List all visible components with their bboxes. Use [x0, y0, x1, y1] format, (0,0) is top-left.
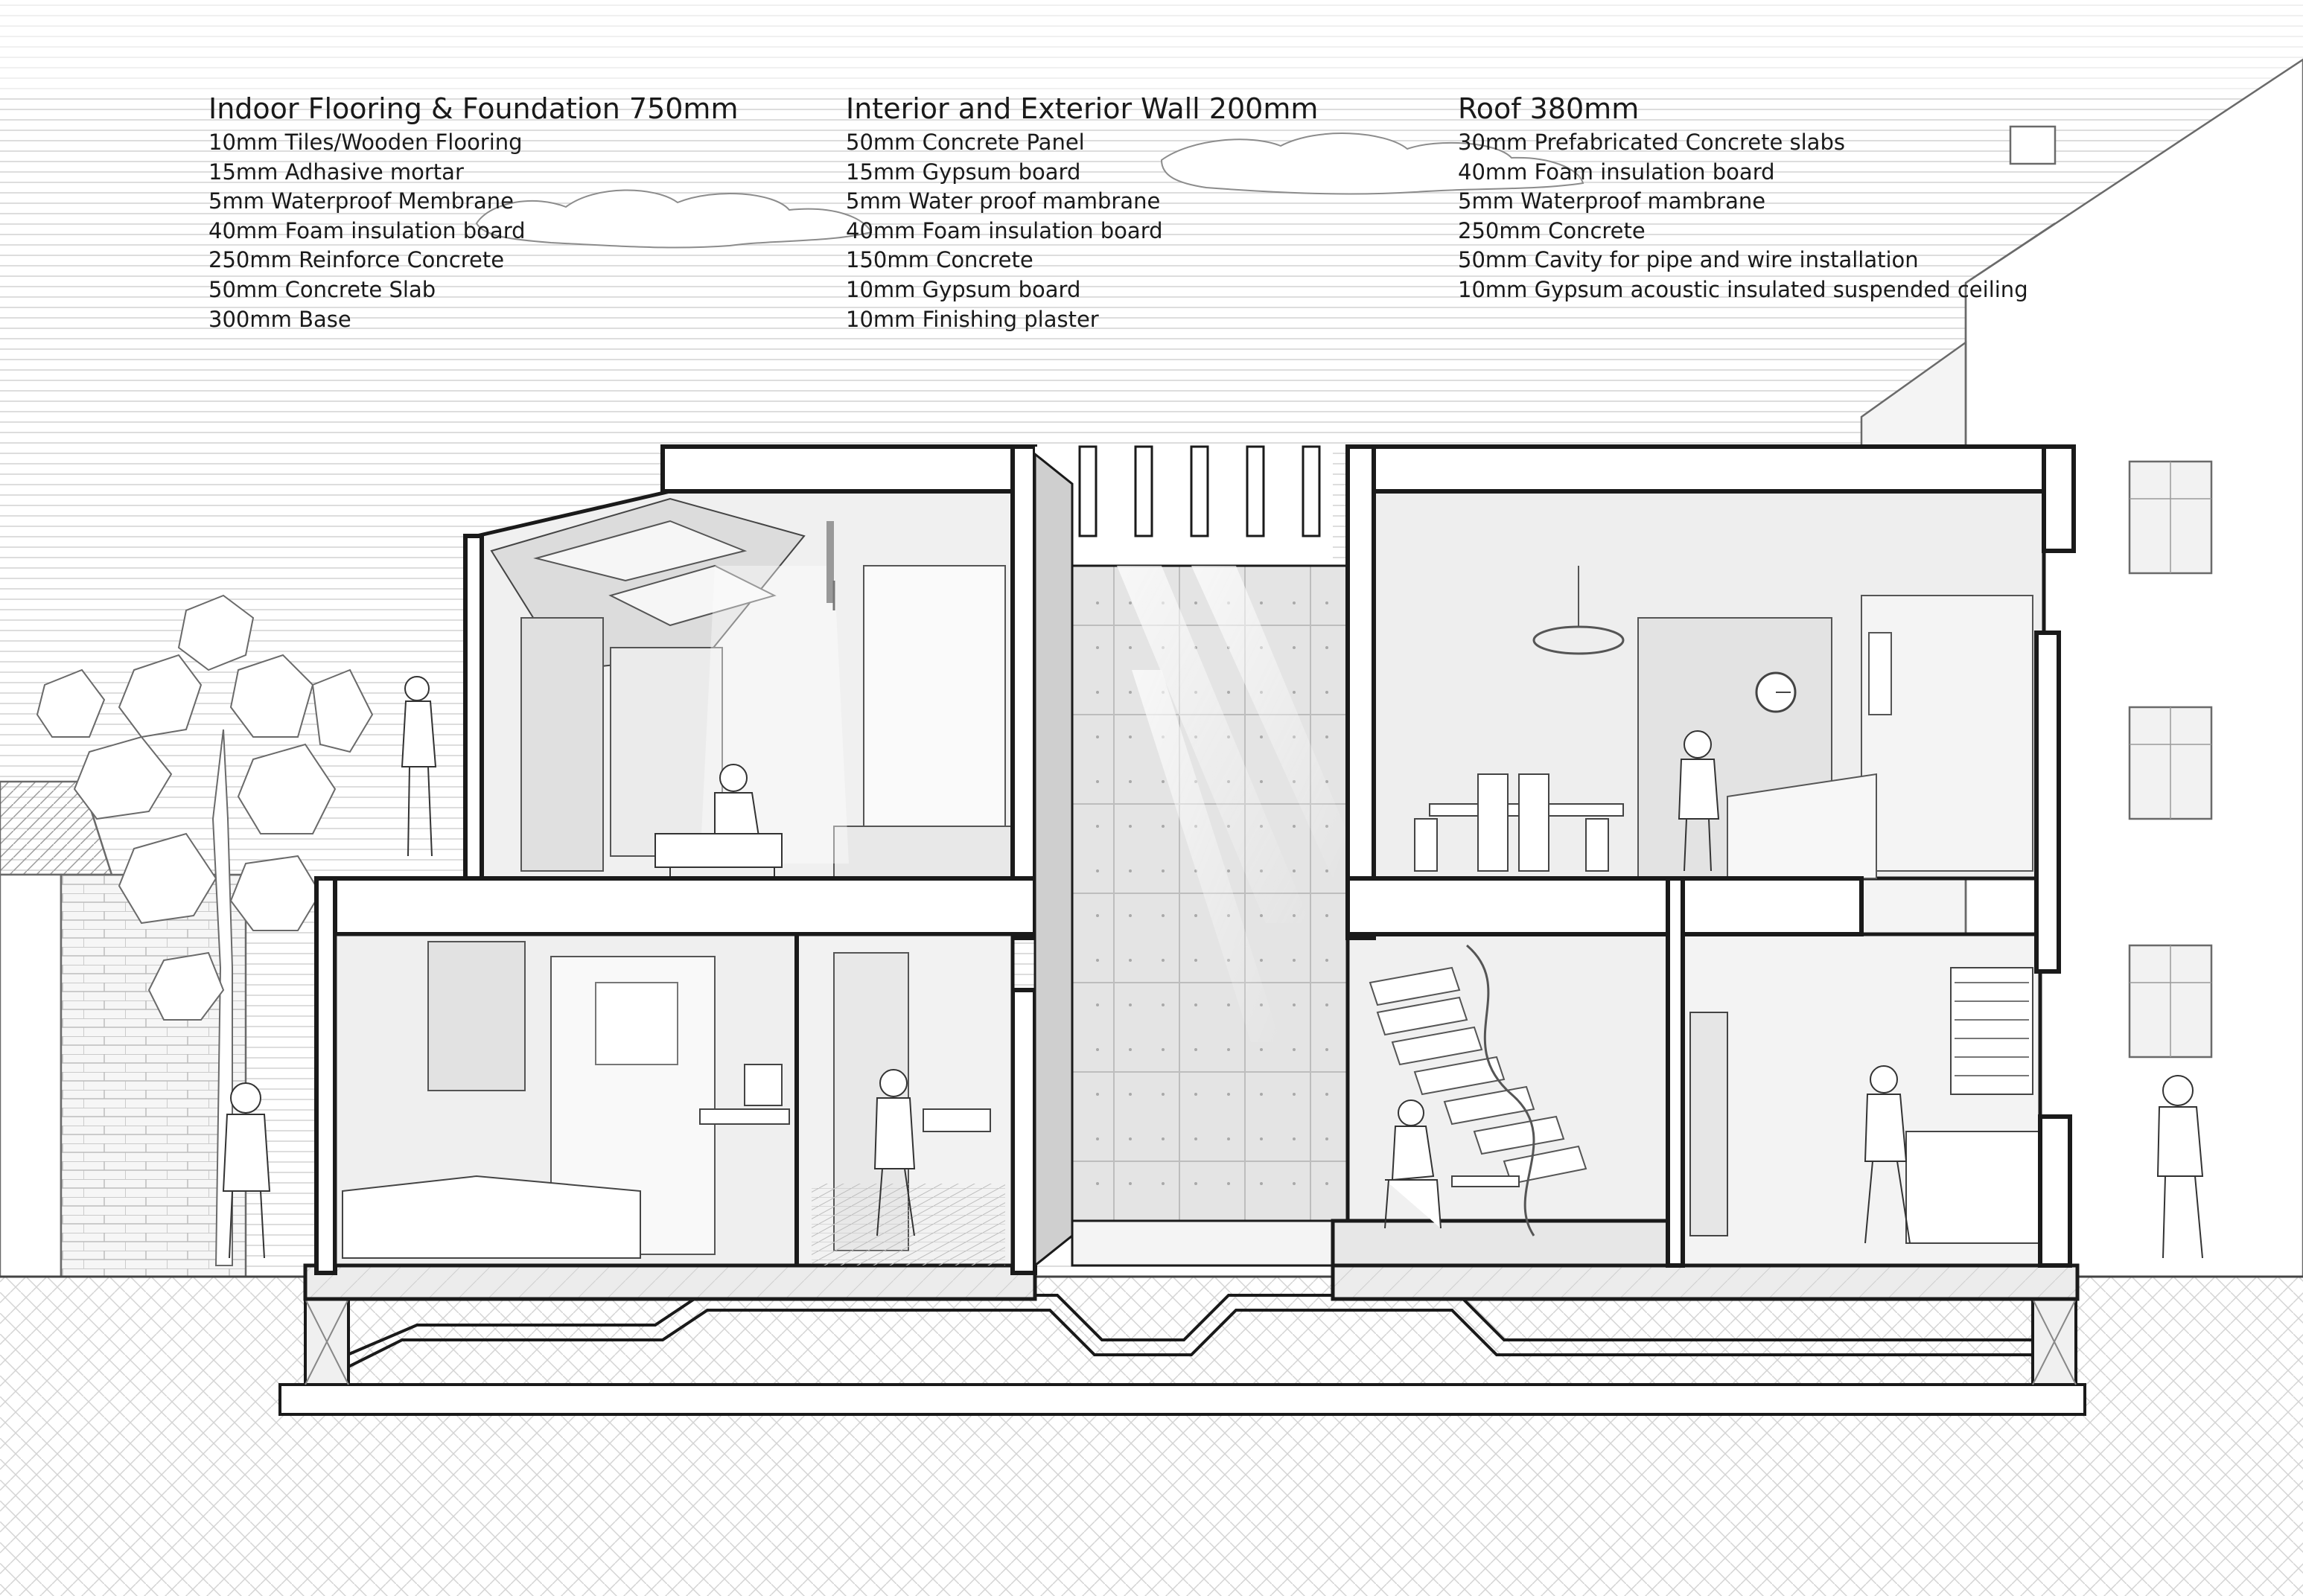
spec-line: 10mm Gypsum board — [846, 276, 1081, 302]
cloud-left — [475, 189, 873, 249]
spec-block-flooring: Indoor Flooring & Foundation 750mm 10mm … — [208, 89, 738, 334]
spec-line: 250mm Reinforce Concrete — [208, 247, 505, 273]
spec-block-wall: Interior and Exterior Wall 200mm 50mm Co… — [846, 89, 1318, 334]
upper-right-room — [1372, 489, 2046, 881]
spec-line: 40mm Foam insulation board — [1458, 159, 1775, 185]
spec-line: 15mm Adhasive mortar — [208, 159, 464, 185]
person-balcony-woman — [401, 676, 437, 857]
spec-line: 40mm Foam insulation board — [846, 217, 1163, 243]
spec-line: 50mm Cavity for pipe and wire installati… — [1458, 247, 1919, 273]
bedroom-ground-left — [333, 932, 799, 1268]
person-backpack-upper — [1678, 730, 1720, 872]
spec-line: 10mm Finishing plaster — [846, 306, 1099, 332]
person-seated-reading — [654, 764, 783, 878]
spec-line: 250mm Concrete — [1458, 217, 1646, 243]
spec-title-flooring: Indoor Flooring & Foundation 750mm — [208, 92, 739, 125]
spec-line: 10mm Gypsum acoustic insulated suspended… — [1458, 276, 2028, 302]
right-block-structure — [1345, 444, 2076, 1268]
spec-title-wall: Interior and Exterior Wall 200mm — [846, 92, 1319, 125]
spec-line: 50mm Concrete Panel — [846, 130, 1085, 155]
person-seated-right — [1384, 1099, 1442, 1229]
spec-line: 15mm Gypsum board — [846, 159, 1081, 185]
spec-line: 10mm Tiles/Wooden Flooring — [208, 130, 523, 155]
kitchen-ground-right — [1673, 932, 2042, 1268]
person-walking-hall — [873, 1069, 916, 1236]
person-walking-kitchen — [1864, 1065, 1911, 1244]
spec-line: 5mm Waterproof Membrane — [208, 188, 514, 214]
ground-hatch — [0, 1277, 2303, 1596]
cloud-right — [1160, 133, 1584, 195]
person-standing-left-outdoor — [222, 1082, 271, 1259]
foundation — [278, 1294, 2086, 1416]
spec-block-roof: Roof 380mm 30mm Prefabricated Concrete s… — [1458, 89, 2028, 305]
upper-left-room — [474, 489, 1015, 881]
stair-room-ground-right — [1331, 932, 1678, 1268]
spec-line: 50mm Concrete Slab — [208, 276, 436, 302]
spec-line: 5mm Water proof mambrane — [846, 188, 1161, 214]
spec-line: 150mm Concrete — [846, 247, 1033, 273]
courtyard — [1033, 445, 1349, 1268]
spec-line: 30mm Prefabricated Concrete slabs — [1458, 130, 1845, 155]
spec-line: 300mm Base — [208, 306, 351, 332]
person-walking-right-outdoor — [2156, 1075, 2204, 1259]
left-block-structure — [314, 444, 1037, 1275]
spec-title-roof: Roof 380mm — [1458, 92, 1640, 125]
spec-line: 5mm Waterproof mambrane — [1458, 188, 1766, 214]
spec-line: 40mm Foam insulation board — [208, 217, 526, 243]
ground-slab — [303, 1263, 2080, 1301]
